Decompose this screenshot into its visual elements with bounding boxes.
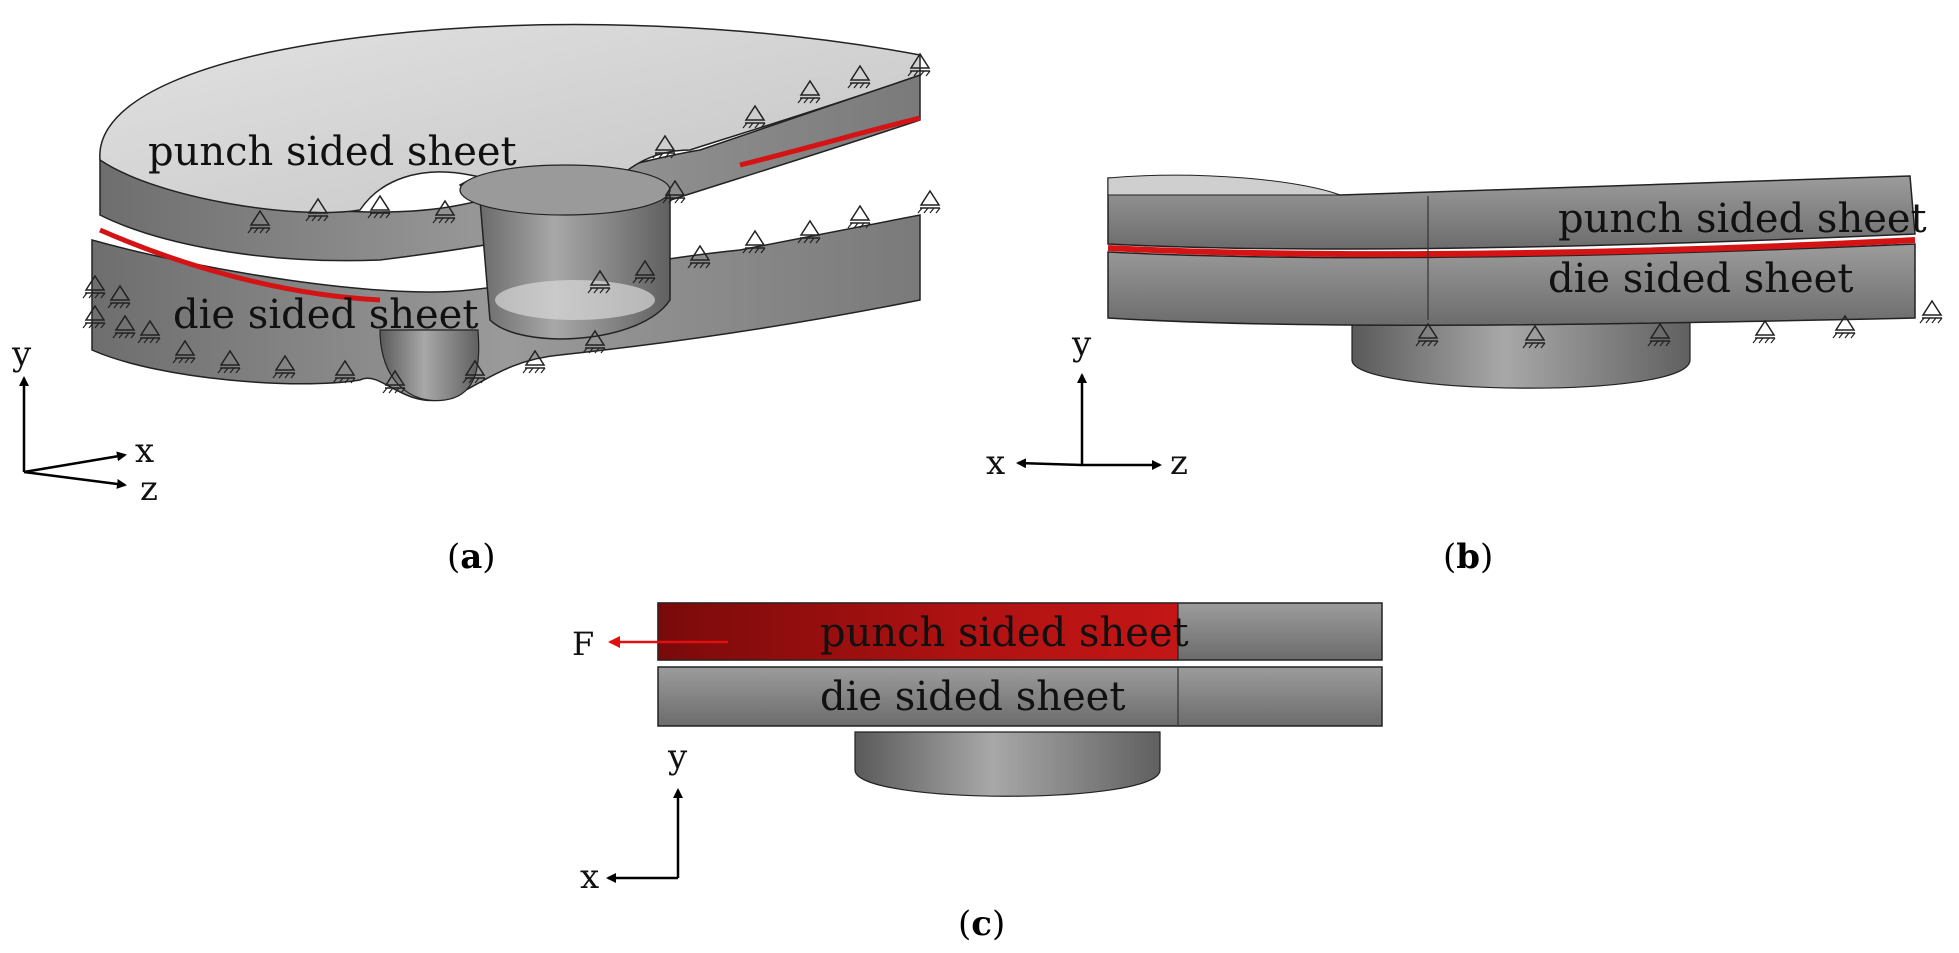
caption-c: (c) bbox=[958, 904, 1005, 944]
interface-line-b bbox=[1107, 237, 1916, 258]
force-label: F bbox=[572, 625, 594, 663]
axes-triad-c: y x bbox=[580, 737, 688, 897]
punch-sided-sheet-label-a: punch sided sheet bbox=[148, 129, 517, 175]
caption-a: (a) bbox=[447, 537, 496, 577]
die-sided-sheet-label-b: die sided sheet bbox=[1548, 256, 1853, 302]
punch-sheet-red-region bbox=[657, 602, 1179, 661]
axes-triad-a: y x z bbox=[11, 334, 158, 509]
force-arrow: F bbox=[572, 625, 728, 663]
axis-label-z-a: z bbox=[140, 469, 158, 509]
panel-b: punch sided sheet die sided sheet y x z … bbox=[986, 174, 1943, 577]
die-sheet-c bbox=[657, 666, 1383, 727]
die-sheet-cup bbox=[379, 329, 480, 402]
axis-label-x-a: x bbox=[135, 431, 154, 471]
axis-label-x-b: x bbox=[986, 443, 1005, 483]
panel-a: punch sided sheet die sided sheet y x z … bbox=[11, 23, 941, 577]
panel-c: punch sided sheet die sided sheet F y x … bbox=[572, 602, 1383, 944]
punch-sided-sheet-label-c: punch sided sheet bbox=[820, 610, 1189, 656]
die-sided-sheet-label-a: die sided sheet bbox=[173, 292, 478, 338]
punch-sheet-body bbox=[99, 73, 921, 262]
die-sheet-b bbox=[1107, 243, 1916, 326]
axis-label-y-b: y bbox=[1071, 324, 1092, 364]
axis-label-y-a: y bbox=[11, 334, 32, 374]
axis-label-z-b: z bbox=[1170, 443, 1188, 483]
interface-line-right bbox=[739, 115, 921, 168]
axis-label-y-c: y bbox=[667, 737, 688, 777]
punch-sided-sheet-label-b: punch sided sheet bbox=[1558, 196, 1927, 242]
cup-bump-b bbox=[1351, 319, 1691, 389]
caption-b: (b) bbox=[1443, 537, 1493, 577]
axis-label-x-c: x bbox=[580, 857, 599, 897]
interface-line-left bbox=[98, 227, 381, 303]
die-sided-sheet-label-c: die sided sheet bbox=[820, 674, 1125, 720]
cup-bump-c bbox=[854, 731, 1161, 797]
axes-triad-b: y x z bbox=[986, 324, 1188, 483]
punch-sheet-top-surface bbox=[99, 23, 921, 214]
